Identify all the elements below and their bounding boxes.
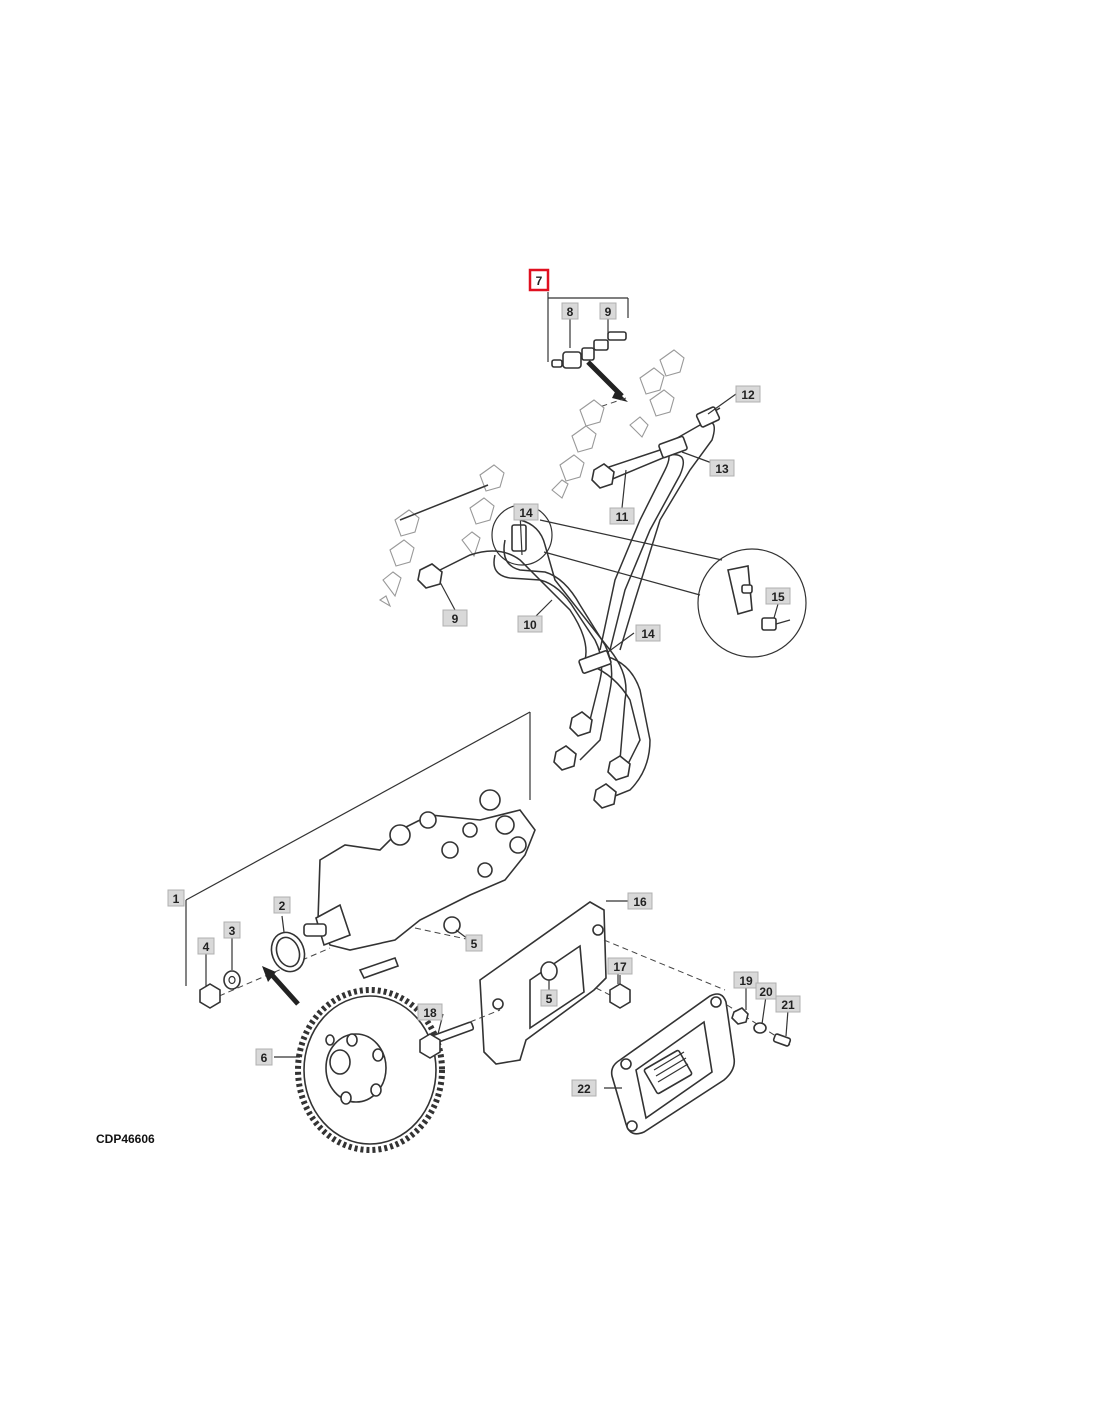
injection-pipes <box>417 406 721 809</box>
callout-21[interactable]: 20 <box>755 982 777 1000</box>
callout-17-text: 16 <box>633 895 647 909</box>
callout-12-text: 11 <box>616 510 629 524</box>
callout-8[interactable]: 8 <box>561 302 579 320</box>
drive-gear-drawing <box>295 987 445 1153</box>
callout-9-text: 9 <box>605 305 612 319</box>
injector-outline-group-right <box>551 349 685 499</box>
callout-12[interactable]: 11 <box>609 507 635 525</box>
bracket-drawing <box>419 900 726 1065</box>
callout-14-left-text: 14 <box>519 506 533 520</box>
callout-5-pump[interactable]: 5 <box>465 934 483 952</box>
callout-16[interactable]: 15 <box>765 587 791 605</box>
callout-6-text: 6 <box>261 1051 268 1065</box>
callout-13-text: 12 <box>741 388 755 402</box>
control-unit-drawing <box>604 988 792 1135</box>
callout-11-text: 10 <box>523 618 537 632</box>
callout-9[interactable]: 9 <box>599 302 617 320</box>
callout-17[interactable]: 16 <box>627 892 653 910</box>
callout-22[interactable]: 21 <box>775 995 801 1013</box>
callout-5-bracket-text: 5 <box>546 992 553 1006</box>
callout-2-text: 2 <box>279 899 286 913</box>
callout-16-text: 15 <box>771 590 785 604</box>
callout-5-pump-text: 5 <box>471 937 478 951</box>
callout-6[interactable]: 6 <box>255 1048 273 1066</box>
callout-1[interactable]: 1 <box>167 889 185 907</box>
callout-19[interactable]: 18 <box>417 1003 443 1021</box>
callout-10-text: 9 <box>452 612 459 626</box>
callout-13[interactable]: 12 <box>735 385 761 403</box>
callout-7-text: 7 <box>536 274 543 288</box>
callout-18[interactable]: 17 <box>607 957 633 975</box>
callout-21-text: 20 <box>759 985 773 999</box>
callout-4[interactable]: 4 <box>197 937 215 955</box>
callout-10[interactable]: 9 <box>442 609 468 627</box>
callout-14-top-text: 13 <box>715 462 729 476</box>
callout-2[interactable]: 2 <box>273 896 291 914</box>
callout-19-text: 18 <box>423 1006 437 1020</box>
callout-14-top[interactable]: 13 <box>709 459 735 477</box>
callout-11[interactable]: 10 <box>517 615 543 633</box>
callout-18-text: 17 <box>613 960 627 974</box>
callout-3[interactable]: 3 <box>223 921 241 939</box>
callout-15-text: 14 <box>641 627 655 641</box>
callout-15[interactable]: 14 <box>635 624 661 642</box>
diagram-code: CDP46606 <box>96 1132 155 1146</box>
callout-1-text: 1 <box>173 892 180 906</box>
callout-7[interactable]: 7 <box>528 268 550 292</box>
callout-20[interactable]: 19 <box>733 971 759 989</box>
callout-4-text: 4 <box>203 940 210 954</box>
clamp-detail-magnifier <box>491 504 807 658</box>
callout-8-text: 8 <box>567 305 574 319</box>
callout-23[interactable]: 22 <box>571 1079 597 1097</box>
callout-5-bracket[interactable]: 5 <box>540 989 558 1007</box>
leak-off-kit-drawing <box>547 292 629 413</box>
callout-22-text: 21 <box>781 998 795 1012</box>
callout-23-text: 22 <box>577 1082 591 1096</box>
callout-20-text: 19 <box>739 974 753 988</box>
injector-outline-group-left <box>378 464 505 608</box>
callout-14-left[interactable]: 14 <box>513 503 539 521</box>
callout-3-text: 3 <box>229 924 236 938</box>
injection-pump-drawing <box>185 711 536 1009</box>
